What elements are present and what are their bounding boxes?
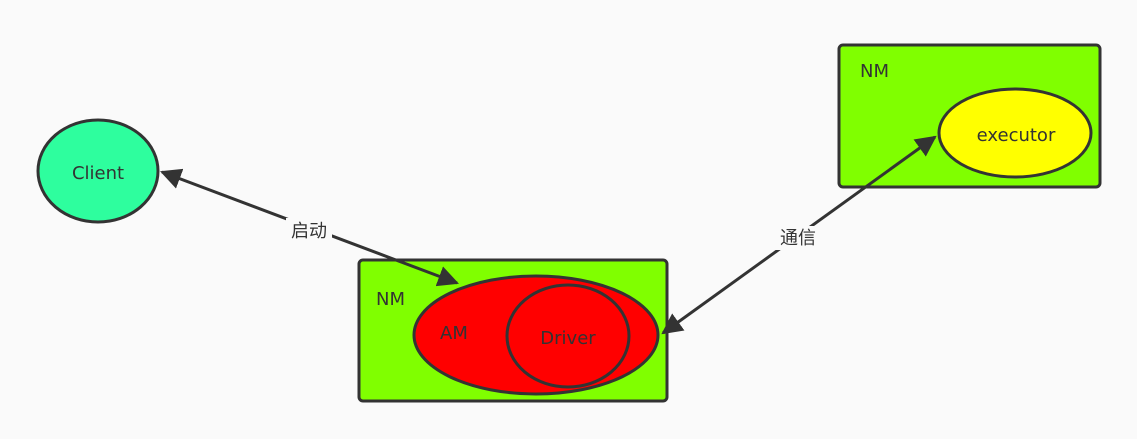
edge-launch-label-bg [286,218,332,242]
node-manager-bottom-label: NM [376,289,405,310]
driver-node[interactable]: Driver [505,283,631,389]
edge-communicate-label-bg [775,226,821,250]
client-label: Client [72,163,124,184]
executor-node[interactable]: executor [937,87,1093,179]
edge-communicate-label: 通信 [780,228,816,249]
edge-communicate: 通信 [661,135,937,335]
driver-circle [505,283,631,389]
driver-label: Driver [540,328,596,349]
edge-launch-label: 启动 [291,221,327,242]
node-manager-top-label: NM [860,61,889,82]
executor-ellipse [937,87,1093,179]
edge-launch: 启动 [160,168,459,287]
executor-label: executor [977,125,1056,146]
application-master-label: AM [440,323,468,344]
client-ellipse [36,118,160,224]
client-node[interactable]: Client [36,118,160,224]
